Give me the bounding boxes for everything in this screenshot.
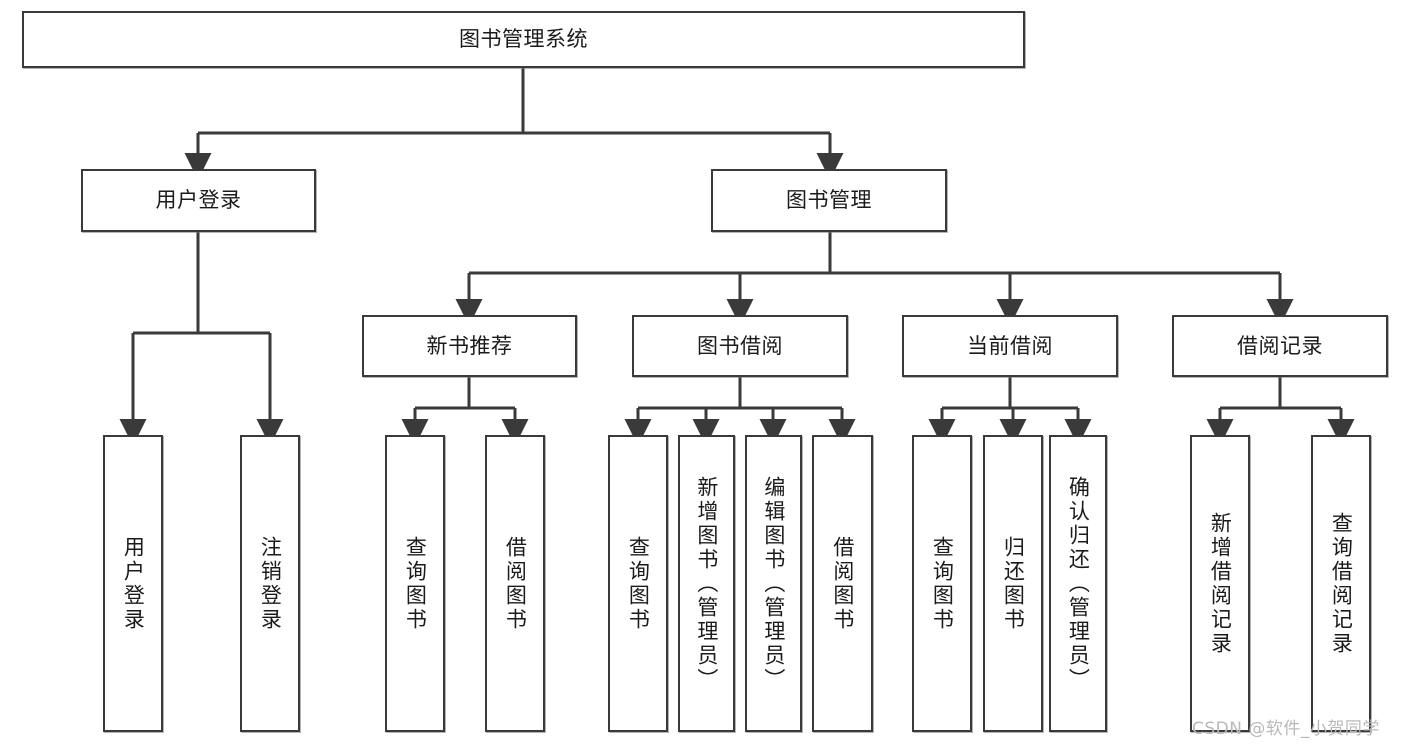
node-new-book-recommend[interactable]: 新书推荐 <box>362 315 577 377</box>
node-leaf-current-confirm-return[interactable]: 确认归还（管理员） <box>1049 435 1107 732</box>
node-leaf-user-login[interactable]: 用户登录 <box>103 435 163 732</box>
node-current-borrow[interactable]: 当前借阅 <box>902 315 1118 377</box>
node-leaf-current-return-book[interactable]: 归还图书 <box>983 435 1043 732</box>
node-leaf-rec-borrow-book[interactable]: 借阅图书 <box>485 435 545 732</box>
node-book-borrow-label: 图书借阅 <box>697 333 783 358</box>
node-leaf-rec-query-book[interactable]: 查询图书 <box>385 435 445 732</box>
csdn-watermark: CSDN @软件_小贺同学 <box>1192 719 1380 739</box>
node-leaf-record-query-label: 查询借阅记录 <box>1329 511 1354 656</box>
node-leaf-current-confirm-return-label: 确认归还（管理员） <box>1066 475 1091 692</box>
node-leaf-borrow-query-book[interactable]: 查询图书 <box>608 435 668 732</box>
node-book-manage[interactable]: 图书管理 <box>711 169 947 232</box>
node-borrow-record-label: 借阅记录 <box>1237 333 1323 358</box>
node-leaf-current-return-book-label: 归还图书 <box>1001 535 1026 632</box>
node-book-manage-label: 图书管理 <box>786 188 872 213</box>
node-leaf-borrow-edit-book[interactable]: 编辑图书（管理员） <box>745 435 802 732</box>
node-leaf-borrow-add-book[interactable]: 新增图书（管理员） <box>678 435 735 732</box>
node-leaf-user-logout-label: 注销登录 <box>258 535 283 632</box>
node-leaf-rec-query-book-label: 查询图书 <box>403 535 428 632</box>
node-book-borrow[interactable]: 图书借阅 <box>632 315 848 377</box>
node-leaf-borrow-borrow-book[interactable]: 借阅图书 <box>812 435 873 732</box>
node-user-login-label: 用户登录 <box>155 188 242 213</box>
node-new-book-recommend-label: 新书推荐 <box>426 333 513 358</box>
node-leaf-borrow-add-book-label: 新增图书（管理员） <box>694 475 719 692</box>
node-leaf-record-add-label: 新增借阅记录 <box>1208 511 1233 656</box>
node-leaf-borrow-edit-book-label: 编辑图书（管理员） <box>761 475 786 692</box>
node-root-label: 图书管理系统 <box>459 27 588 52</box>
node-leaf-record-query[interactable]: 查询借阅记录 <box>1311 435 1371 732</box>
node-borrow-record[interactable]: 借阅记录 <box>1172 315 1388 377</box>
node-leaf-user-logout[interactable]: 注销登录 <box>240 435 300 732</box>
node-leaf-borrow-query-book-label: 查询图书 <box>626 535 651 632</box>
node-leaf-rec-borrow-book-label: 借阅图书 <box>503 535 528 632</box>
node-leaf-user-login-label: 用户登录 <box>121 535 146 632</box>
node-leaf-current-query-book-label: 查询图书 <box>930 535 955 632</box>
node-leaf-current-query-book[interactable]: 查询图书 <box>912 435 972 732</box>
node-leaf-record-add[interactable]: 新增借阅记录 <box>1190 435 1250 732</box>
node-user-login[interactable]: 用户登录 <box>81 169 316 232</box>
node-root[interactable]: 图书管理系统 <box>22 11 1025 68</box>
node-leaf-borrow-borrow-book-label: 借阅图书 <box>830 535 855 632</box>
node-current-borrow-label: 当前借阅 <box>967 333 1053 358</box>
